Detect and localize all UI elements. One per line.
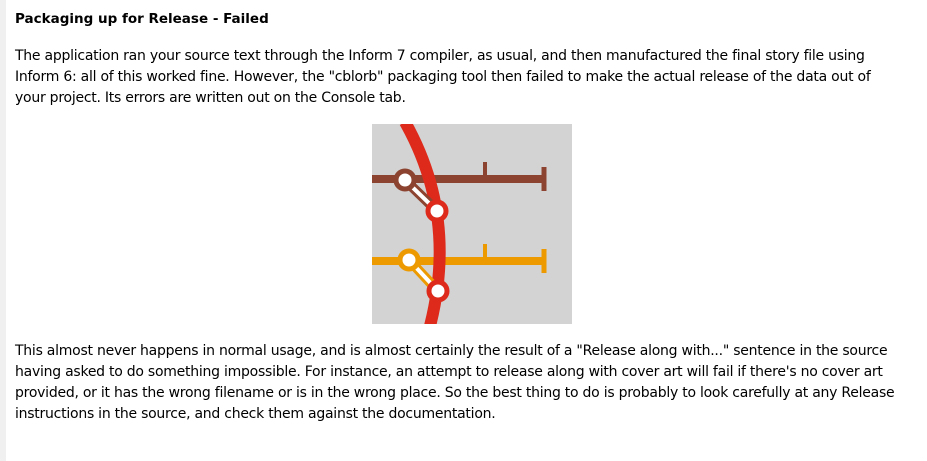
paragraph-line: having asked to do something impossible.… (15, 364, 883, 380)
paragraph-line: instructions in the source, and check th… (15, 406, 496, 422)
orange-station (397, 248, 421, 272)
paragraph-line: your project. Its errors are written out… (15, 90, 406, 106)
transit-map-icon (372, 119, 572, 328)
brown-station (393, 168, 417, 192)
explanation-paragraph: This almost never happens in normal usag… (15, 341, 895, 425)
left-edge-strip (0, 0, 6, 461)
intro-paragraph: The application ran your source text thr… (15, 46, 871, 109)
paragraph-line: This almost never happens in normal usag… (15, 343, 888, 359)
paragraph-line: provided, or it has the wrong filename o… (15, 385, 895, 401)
paragraph-line: Inform 6: all of this worked fine. Howev… (15, 69, 871, 85)
red-station-lower (426, 279, 450, 303)
paragraph-line: The application ran your source text thr… (15, 48, 865, 64)
red-station-upper (425, 199, 449, 223)
page-title: Packaging up for Release - Failed (15, 11, 269, 27)
illustration-background (372, 124, 572, 324)
